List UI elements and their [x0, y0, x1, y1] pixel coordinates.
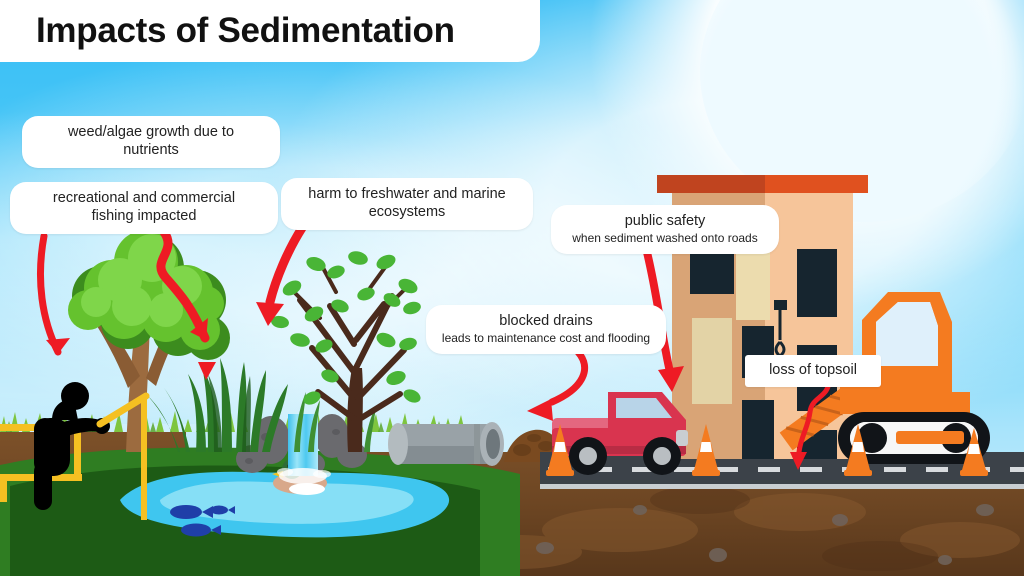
label-ecosystems-line2: ecosystems: [368, 203, 446, 220]
label-public-safety[interactable]: public safety when sediment washed onto …: [551, 205, 779, 254]
label-public-safety-line1: public safety: [624, 213, 706, 229]
label-ecosystems[interactable]: harm to freshwater and marine ecosystems: [281, 178, 533, 230]
label-blocked-drains-line2: leads to maintenance cost and flooding: [441, 330, 651, 345]
label-loss-of-topsoil-line1: loss of topsoil: [769, 362, 857, 378]
fisherman: [0, 382, 150, 520]
label-weed-algae-line2: nutrients: [123, 141, 179, 158]
pond-fish: [170, 505, 235, 537]
traffic-cones: [546, 424, 988, 476]
label-ecosystems-line1: harm to freshwater and marine: [308, 186, 506, 202]
label-weed-algae[interactable]: weed/algae growth due to nutrients: [22, 116, 280, 168]
label-fishing-line2: fishing impacted: [91, 207, 197, 224]
page-title: Impacts of Sedimentation: [36, 11, 455, 50]
drainage-pipe: [388, 422, 504, 466]
red-pickup-truck: [552, 392, 688, 475]
label-blocked-drains[interactable]: blocked drains leads to maintenance cost…: [426, 305, 666, 354]
label-fishing-line1: recreational and commercial: [52, 190, 236, 206]
label-weed-algae-line1: weed/algae growth due to: [67, 124, 235, 140]
label-fishing[interactable]: recreational and commercial fishing impa…: [10, 182, 278, 234]
label-blocked-drains-line1: blocked drains: [499, 313, 593, 329]
label-loss-of-topsoil[interactable]: loss of topsoil: [745, 355, 881, 387]
title-banner: Impacts of Sedimentation: [0, 0, 540, 62]
label-public-safety-line2: when sediment washed onto roads: [572, 230, 758, 245]
